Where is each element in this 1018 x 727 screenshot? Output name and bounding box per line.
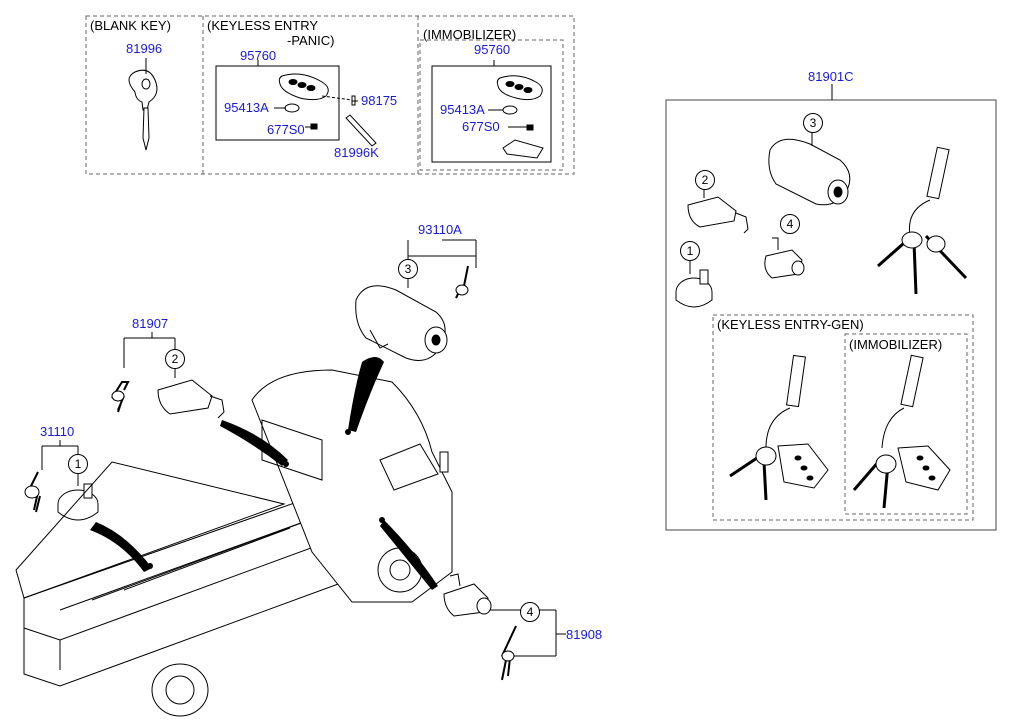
part-81901C: 81901C — [808, 69, 854, 84]
callout-2-right: 2 — [695, 170, 715, 190]
ignition-lock-drawing-right — [768, 132, 851, 206]
pointer-dots — [147, 429, 385, 569]
part-677S0-panic: 677S0 — [267, 122, 305, 137]
header-keyless-entry-gen: (KEYLESS ENTRY-GEN) — [717, 317, 864, 332]
header-panic: -PANIC) — [287, 33, 335, 48]
part-95760-immobilizer: 95760 — [474, 42, 511, 57]
part-95413A-immobilizer: 95413A — [440, 102, 485, 117]
keys-drawing-keyless-gen — [729, 354, 829, 501]
fob-drawing-immobilizer — [488, 75, 544, 159]
header-keyless-entry: (KEYLESS ENTRY — [207, 18, 319, 33]
truck-drawing — [15, 369, 453, 717]
callout-2-main: 2 — [165, 349, 185, 369]
callout-1-main: 1 — [68, 454, 88, 474]
keys-drawing-immobilizer-right — [852, 354, 951, 509]
part-95760-panic: 95760 — [240, 48, 277, 63]
part-81907: 81907 — [132, 316, 169, 331]
blank-key-drawing — [128, 58, 158, 151]
ignition-lock-drawing-main — [355, 265, 469, 361]
fuel-cap-drawing-31110 — [24, 471, 99, 521]
callout-3-right: 3 — [803, 113, 823, 133]
keys-drawing-right — [877, 146, 968, 295]
door-lock-drawing-81908 — [443, 573, 517, 681]
door-lock-drawing-81907 — [111, 379, 225, 419]
fuel-cap-drawing-right — [675, 258, 713, 308]
header-blank-key: (BLANK KEY) — [90, 18, 171, 33]
callout-3-main: 3 — [398, 259, 418, 279]
pointer-wedges — [90, 357, 438, 590]
door-lock-drawing-right-4 — [764, 237, 805, 279]
part-93110A: 93110A — [418, 222, 462, 237]
door-lock-drawing-right — [687, 186, 749, 234]
header-immobilizer-top: (IMMOBILIZER) — [423, 27, 517, 42]
callout-4-right: 4 — [780, 214, 800, 234]
fob-drawing-panic — [274, 73, 377, 147]
part-98175: 98175 — [361, 93, 398, 108]
part-81908: 81908 — [566, 627, 603, 642]
part-81996K: 81996K — [334, 145, 379, 160]
part-31110: 31110 — [40, 424, 75, 439]
part-81996: 81996 — [126, 41, 163, 56]
part-95413A-panic: 95413A — [224, 100, 269, 115]
header-immobilizer-right: (IMMOBILIZER) — [849, 337, 943, 352]
part-677S0-immobilizer: 677S0 — [462, 119, 500, 134]
callout-1-right: 1 — [680, 241, 700, 261]
callout-4-main: 4 — [520, 602, 540, 622]
